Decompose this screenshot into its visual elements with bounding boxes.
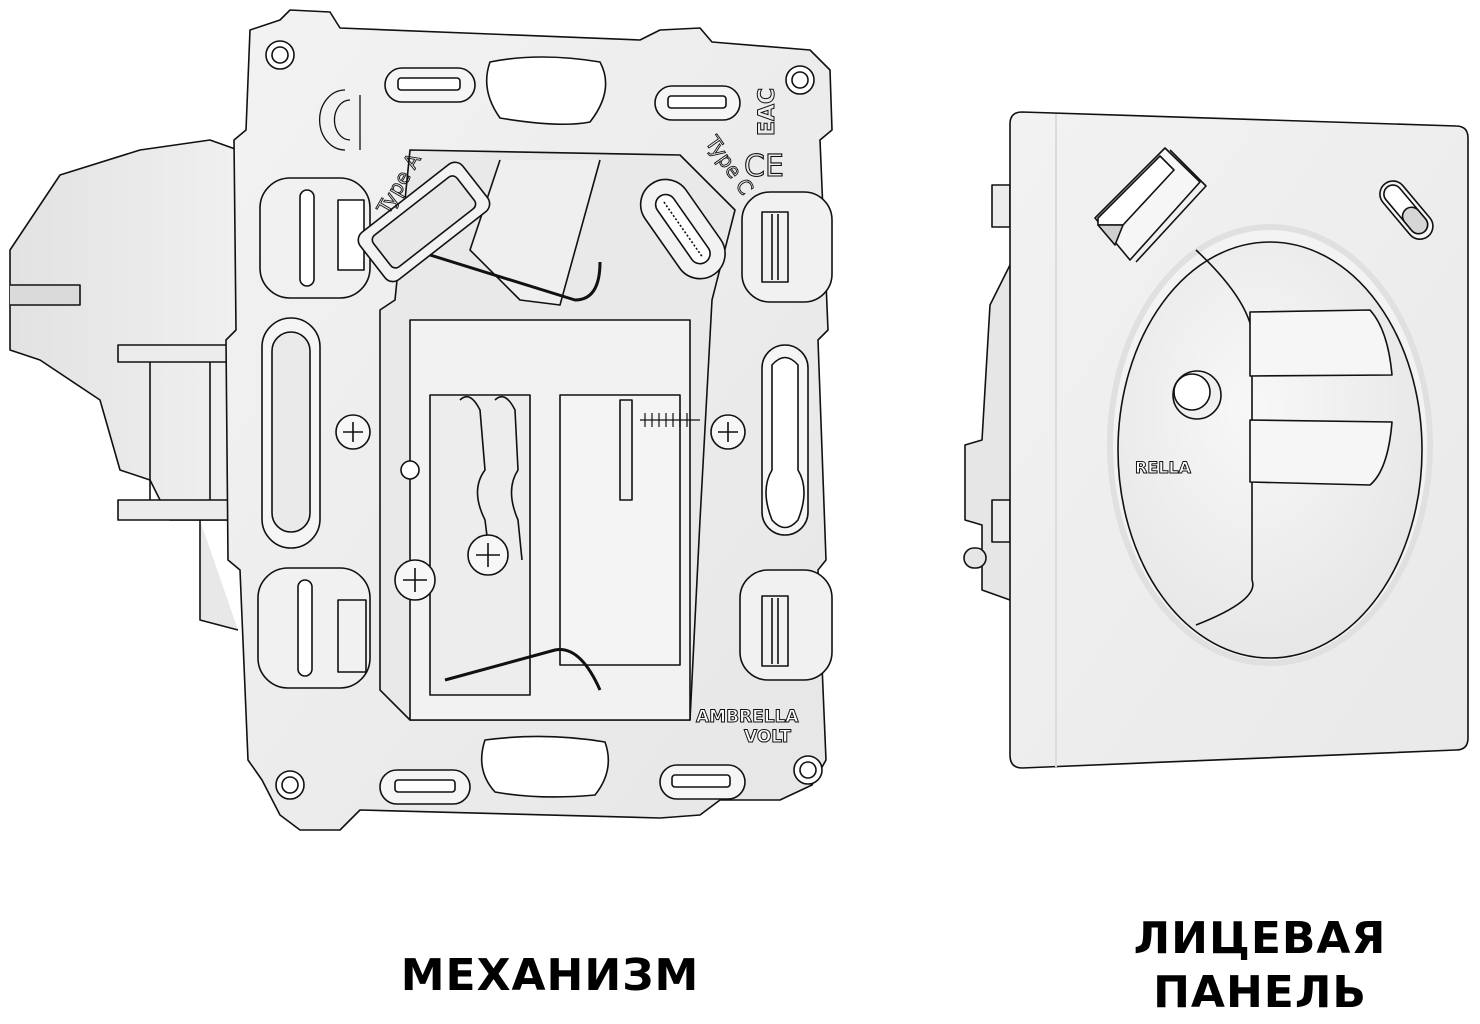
brand-line-2: VOLT bbox=[744, 727, 791, 747]
face-panel-illustration: RELLA bbox=[963, 111, 1469, 769]
face-panel-caption-line-1: ЛИЦЕВАЯ bbox=[1133, 913, 1387, 964]
usb-type-a-port bbox=[357, 161, 491, 283]
usb-type-c-port bbox=[639, 178, 726, 280]
usb-a-slot bbox=[1094, 147, 1207, 263]
panel-brand-mark: RELLA bbox=[1135, 458, 1192, 477]
face-panel-caption-line-2: ПАНЕЛЬ bbox=[1153, 967, 1367, 1018]
schuko-socket bbox=[1107, 224, 1433, 666]
rear-housing bbox=[9, 139, 239, 631]
brand-line-1: AMBRELLA bbox=[696, 707, 799, 727]
usb-c-slot bbox=[1379, 180, 1434, 241]
manufacturer-logo-icon bbox=[319, 89, 361, 151]
mechanism-caption: МЕХАНИЗМ bbox=[400, 950, 700, 1001]
panel-rear-connector bbox=[963, 184, 1011, 601]
ce-mark: CE bbox=[744, 149, 784, 184]
mechanism-illustration: Type A Type C EAC CE AMBRELLA VOLT bbox=[9, 9, 833, 831]
eac-mark: EAC bbox=[755, 88, 780, 136]
inner-housing bbox=[335, 149, 746, 721]
face-panel-caption: ЛИЦЕВАЯ ПАНЕЛЬ bbox=[1100, 912, 1420, 1020]
